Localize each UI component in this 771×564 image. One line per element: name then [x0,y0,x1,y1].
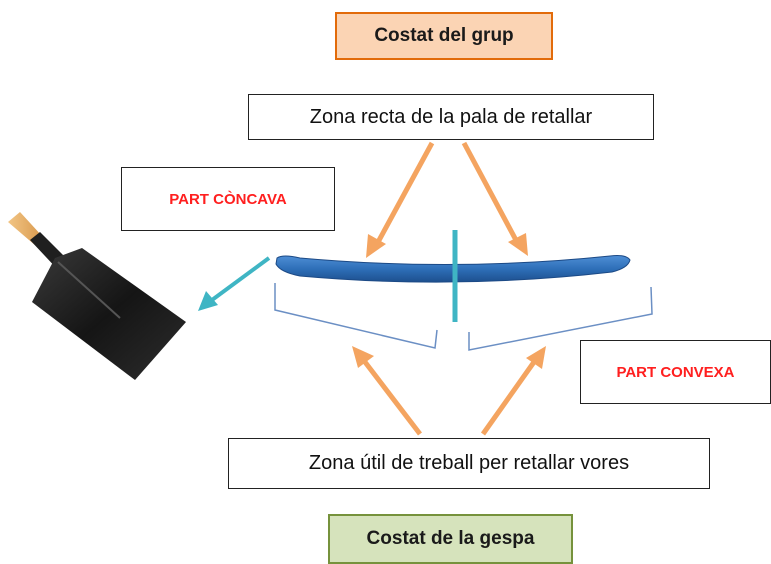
straight-zone-label: Zona recta de la pala de retallar [248,94,654,140]
convex-part-label: PART CONVEXA [580,340,771,404]
spade-icon [8,212,186,380]
left-bracket [274,283,438,349]
lawn-side-label: Costat de la gespa [328,514,573,564]
group-side-label: Costat del grup [335,12,553,60]
teal-arrow [198,256,271,311]
useful-zone-label: Zona útil de treball per retallar vores [228,438,710,489]
orange-arrow-right-up [480,346,546,436]
orange-arrow-left-up [352,346,422,436]
orange-arrow-left-down [366,141,435,258]
concave-part-label: PART CÒNCAVA [121,167,335,231]
orange-arrow-right-down [461,141,528,256]
right-bracket [468,286,653,351]
